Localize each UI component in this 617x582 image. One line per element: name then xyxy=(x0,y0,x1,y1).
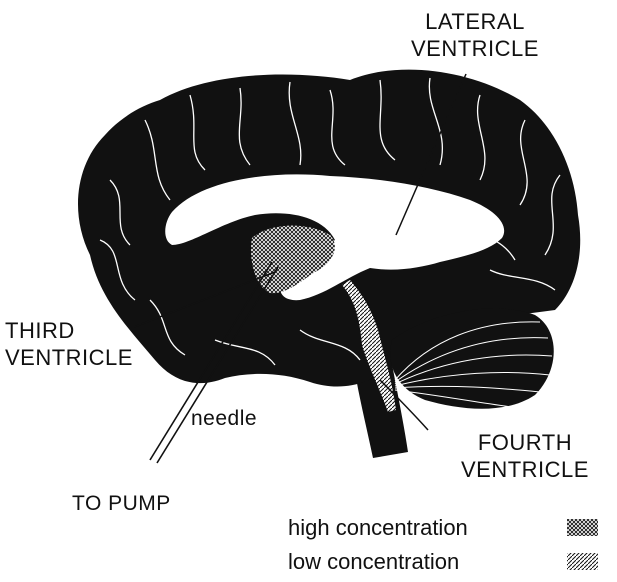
third-line-2: VENTRICLE xyxy=(5,344,133,371)
lateral-ventricle-label: LATERAL VENTRICLE xyxy=(380,8,570,62)
high-concentration-swatch xyxy=(567,519,598,536)
third-ventricle-label: THIRD VENTRICLE xyxy=(5,317,133,371)
fourth-line-2: VENTRICLE xyxy=(440,456,610,483)
lateral-line-1: LATERAL xyxy=(380,8,570,35)
legend-low: low concentration xyxy=(288,548,459,576)
to-pump-label: TO PUMP xyxy=(72,490,171,517)
fourth-line-1: FOURTH xyxy=(440,429,610,456)
legend-high-text: high concentration xyxy=(288,515,468,540)
fourth-ventricle-label: FOURTH VENTRICLE xyxy=(440,429,610,483)
legend-high: high concentration xyxy=(288,514,468,542)
legend-low-text: low concentration xyxy=(288,549,459,574)
lateral-line-2: VENTRICLE xyxy=(380,35,570,62)
third-line-1: THIRD xyxy=(5,317,133,344)
low-concentration-swatch xyxy=(567,553,598,570)
needle-label: needle xyxy=(191,405,257,432)
